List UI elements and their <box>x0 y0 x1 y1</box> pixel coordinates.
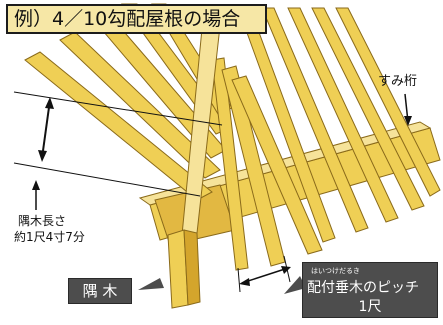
sumiki-length-label-line2: 約1尺4寸7分 <box>14 230 85 244</box>
length-arrowhead <box>32 180 40 190</box>
sumiki-label-box: 隅 木 <box>68 278 132 304</box>
pitch-label-box: はいつけだるき 配付垂木のピッチ 1尺 <box>302 262 438 318</box>
pitch-label-line2: 1尺 <box>358 299 382 315</box>
hip-rafter-side <box>183 229 201 306</box>
sumi-keta-arrowhead <box>404 116 412 126</box>
sumiki-length-label-line1: 隅木長さ <box>18 214 67 228</box>
dimension-arrowhead-bottom <box>38 150 47 162</box>
pitch-box-arrow <box>284 276 306 294</box>
pitch-tick-left <box>237 267 241 293</box>
pitch-arrowhead-right <box>281 266 291 274</box>
dimension-arrowhead-top <box>45 97 54 109</box>
jack-rafter <box>335 7 441 197</box>
sumi-keta-label: すみ桁 <box>378 74 418 89</box>
jack-rafter <box>311 7 425 211</box>
dimension-line-bottom <box>13 162 201 197</box>
jack-rafter <box>261 7 369 233</box>
pitch-line <box>241 267 289 284</box>
dimension-line-top <box>13 91 223 126</box>
rafter <box>59 31 221 179</box>
rafter <box>24 51 213 201</box>
jack-rafter <box>287 7 399 223</box>
sumiki-arrow <box>138 278 164 290</box>
pitch-arrowhead-left <box>239 278 250 286</box>
jack-rafter <box>231 75 323 255</box>
jack-rafters <box>211 7 441 271</box>
sumiki-label: 隅 木 <box>82 282 118 300</box>
pitch-tick-right <box>283 255 291 283</box>
pitch-label-line1: 配付垂木のピッチ <box>307 280 419 296</box>
dimension-arrow <box>41 99 51 159</box>
pitch-ruby: はいつけだるき <box>311 267 360 275</box>
jack-rafter <box>211 57 249 271</box>
page-title: 例）4／10勾配屋根の場合 <box>6 4 267 34</box>
